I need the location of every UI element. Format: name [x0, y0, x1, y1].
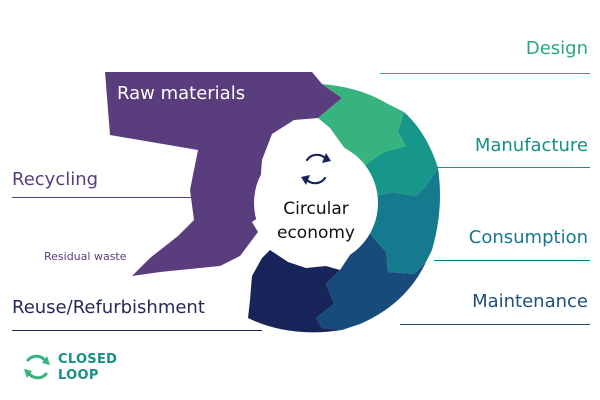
closed-loop-icon: [24, 354, 50, 380]
logo-text-line2: LOOP: [58, 368, 99, 383]
closed-loop-logo: CLOSED LOOP: [22, 350, 132, 386]
label-design: Design: [525, 38, 588, 59]
label-reuse-refurbishment: Reuse/Refurbishment: [12, 297, 205, 318]
divider-reuse: [12, 330, 262, 331]
segment-maintenance: [316, 226, 426, 330]
center-title-line1: Circular: [283, 199, 348, 219]
label-recycling: Recycling: [12, 169, 99, 190]
label-residual-waste: Residual waste: [44, 250, 127, 263]
logo-text-line1: CLOSED: [58, 352, 118, 367]
segment-manufacture: [364, 112, 438, 196]
divider-consumption: [434, 260, 590, 261]
label-consumption: Consumption: [468, 227, 588, 248]
center-title-line2: economy: [277, 223, 355, 243]
segment-reuse-refurbishment: [248, 250, 342, 333]
divider-recycling: [12, 197, 202, 198]
label-raw-materials: Raw materials: [117, 83, 245, 104]
label-manufacture: Manufacture: [474, 135, 588, 156]
segment-consumption: [362, 168, 440, 274]
segment-design: [318, 84, 406, 166]
segment-raw-materials-recycling: [105, 72, 342, 276]
cycle-arrows-icon: [301, 153, 331, 185]
center-circle: [254, 141, 378, 265]
divider-design: [380, 73, 590, 74]
label-maintenance: Maintenance: [472, 291, 588, 312]
divider-maintenance: [400, 324, 590, 325]
divider-manufacture: [434, 167, 590, 168]
